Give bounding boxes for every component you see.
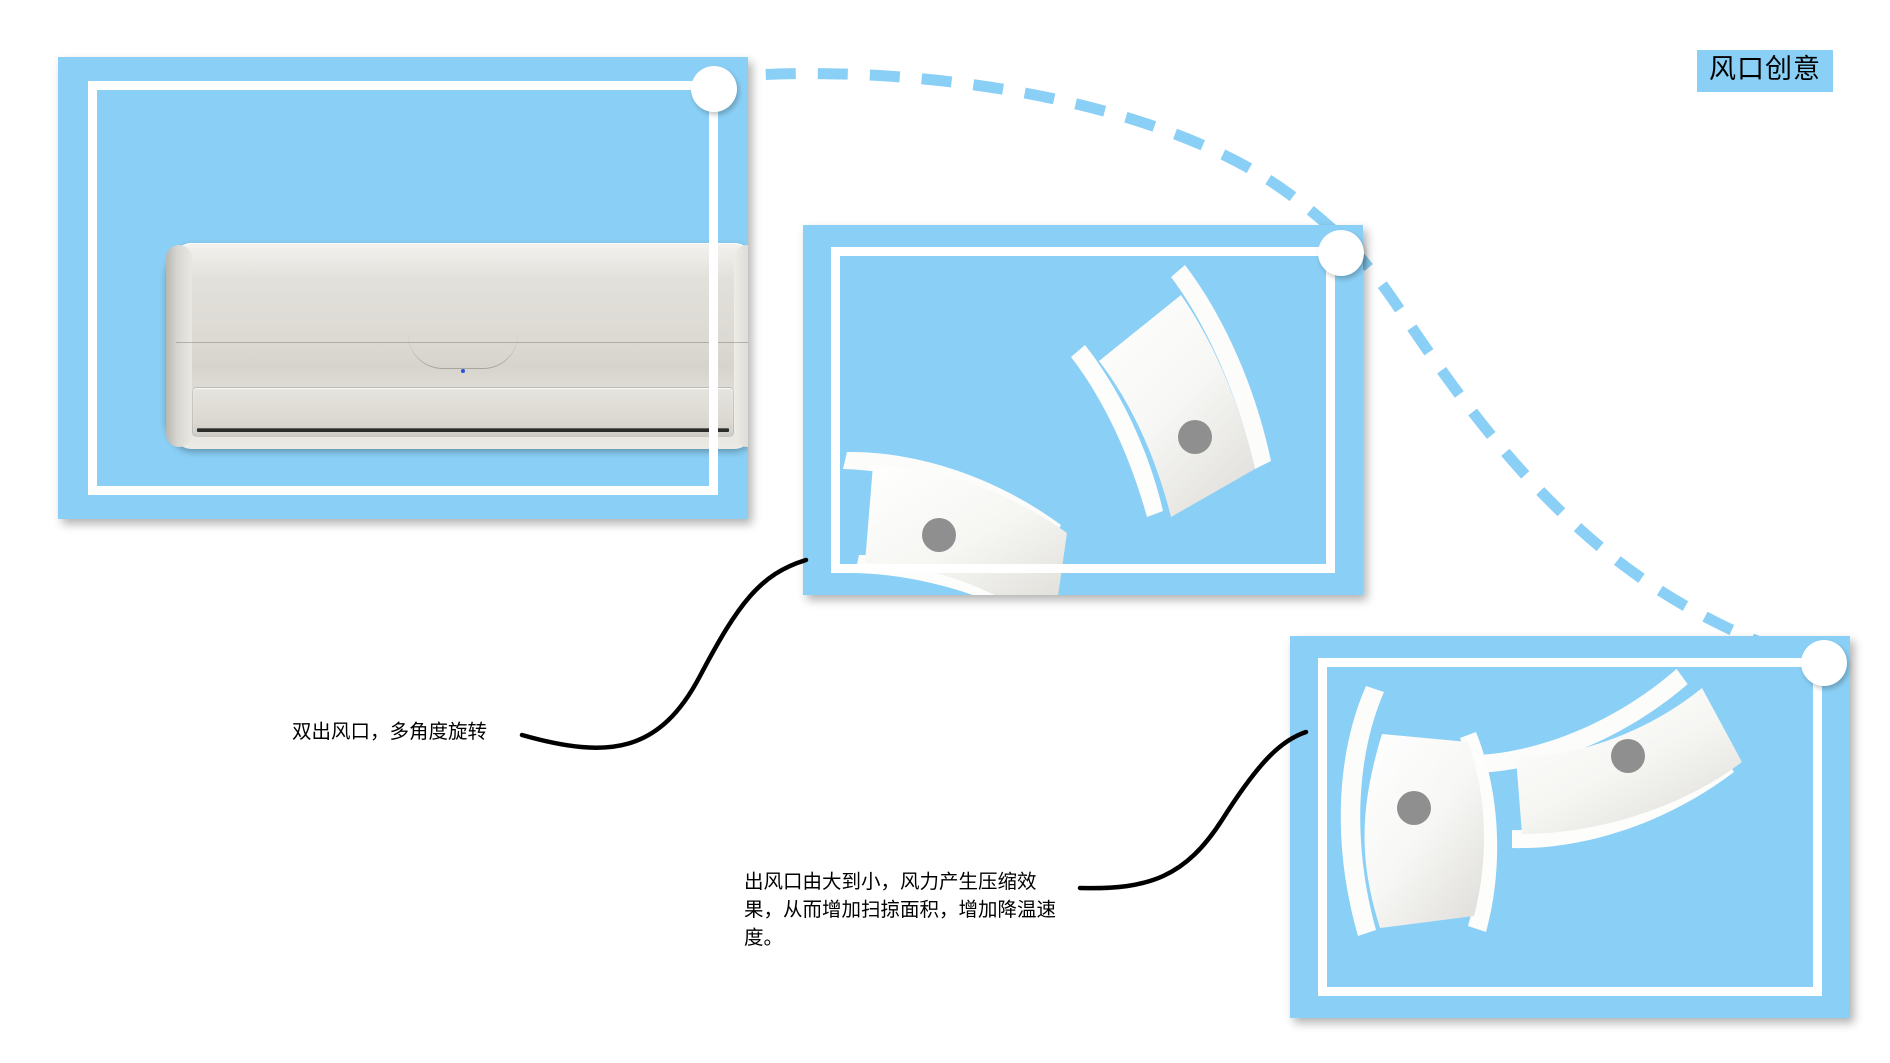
air-conditioner-unit <box>166 243 748 449</box>
annotation-dual-outlet: 双出风口，多角度旋转 <box>292 720 488 743</box>
vane-right-tilted <box>1484 668 1742 849</box>
vane-pivot-dot-b1 <box>1397 791 1431 825</box>
panel-3-inner-frame <box>1318 658 1822 996</box>
panel-2-inner-frame <box>831 247 1335 573</box>
vane-blade-b1 <box>1364 734 1485 928</box>
vane-rail-outer-c <box>1340 686 1384 936</box>
page-title: 风口创意 <box>1697 50 1833 93</box>
ac-side-cap-left <box>166 245 192 447</box>
panel-3-clip <box>1290 636 1850 1018</box>
connector-node-panel-3[interactable] <box>1801 640 1847 686</box>
vane-rail-outer-a <box>1171 265 1271 469</box>
vane-blade-a2 <box>865 465 1067 595</box>
vane-pivot-dot-a2 <box>922 518 956 552</box>
ac-side-cap-right <box>734 245 748 447</box>
vane-pivot-dot-a1 <box>1178 420 1212 454</box>
ac-vent-slot <box>197 428 729 432</box>
vane-rail-outer-d <box>1484 668 1688 773</box>
annotation-compression-effect: 出风口由大到小，风力产生压缩效果，从而增加扫掠面积，增加降温速度。 <box>744 870 1057 950</box>
leader-line-callout-2 <box>1077 729 1309 891</box>
panel-vane-state-b[interactable] <box>1290 636 1850 1018</box>
connector-node-panel-1[interactable] <box>691 66 737 112</box>
ac-bottom-vent <box>192 387 734 437</box>
vane-rail-inner-c <box>1460 732 1498 932</box>
panel-air-conditioner[interactable] <box>58 57 748 519</box>
panel-vane-state-a[interactable] <box>803 225 1363 595</box>
vane-blade-a1 <box>1099 295 1255 517</box>
vane-pivot-dot-b2 <box>1611 739 1645 773</box>
ac-center-dip <box>408 334 518 369</box>
vane-rail-inner-a <box>1071 345 1163 517</box>
vane-upper-right <box>1071 265 1271 517</box>
panel-1-clip <box>58 57 748 519</box>
dual-vane-diagram-b <box>1340 668 1742 936</box>
connector-node-panel-2[interactable] <box>1318 230 1364 276</box>
leader-line-callout-1 <box>519 557 809 750</box>
vane-left-vertical <box>1340 686 1498 936</box>
panel-1-inner-frame <box>88 81 718 495</box>
ac-led-indicator <box>461 368 465 373</box>
